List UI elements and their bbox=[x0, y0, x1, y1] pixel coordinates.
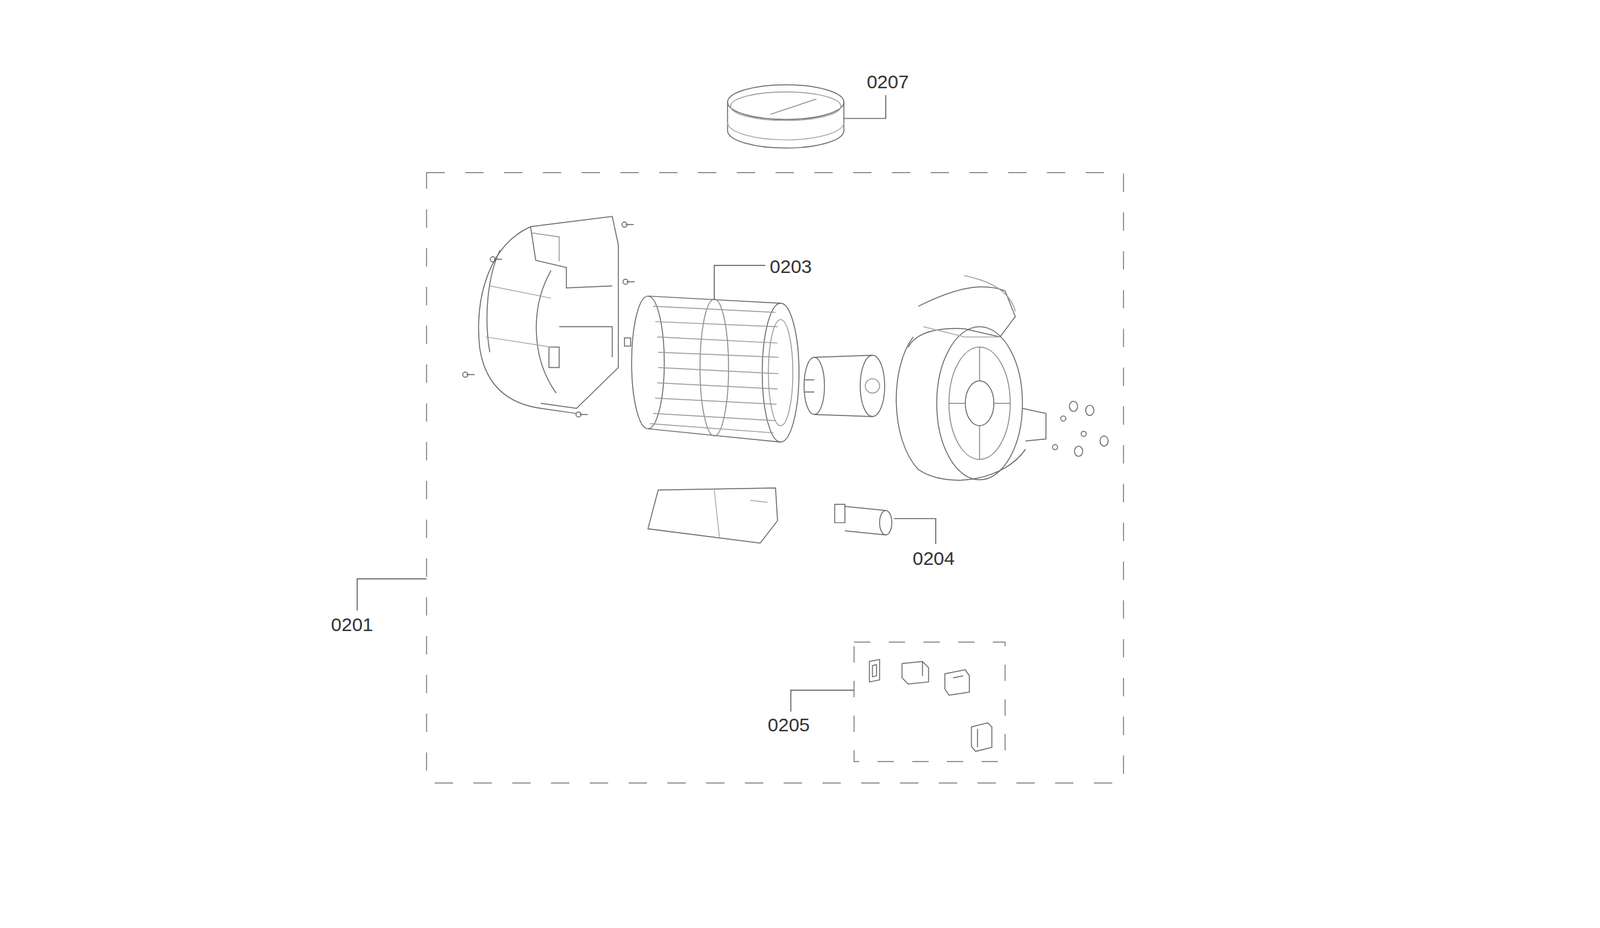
fan-wheel bbox=[631, 296, 800, 443]
callout-number: 0203 bbox=[770, 257, 813, 277]
leader-line bbox=[357, 578, 427, 611]
callout-number: 0207 bbox=[866, 72, 909, 92]
screws bbox=[462, 221, 635, 417]
callout-number: 0205 bbox=[767, 715, 810, 735]
illustration bbox=[357, 84, 1124, 783]
duct-ring bbox=[727, 84, 845, 148]
screws bbox=[1052, 400, 1108, 456]
small-parts bbox=[869, 659, 992, 752]
parts-boundary bbox=[853, 642, 1006, 762]
assembly-boundary bbox=[426, 172, 1124, 783]
callout-number: 0201 bbox=[330, 615, 374, 634]
callout-number: 0204 bbox=[912, 548, 955, 568]
leader-line bbox=[843, 95, 886, 119]
leader-line bbox=[893, 518, 936, 544]
deflector bbox=[647, 487, 778, 543]
motor bbox=[804, 355, 885, 417]
left-housing bbox=[478, 216, 619, 414]
leader-line bbox=[790, 690, 854, 712]
right-housing bbox=[896, 275, 1046, 481]
leader-line bbox=[713, 265, 766, 299]
capacitor bbox=[834, 504, 893, 536]
